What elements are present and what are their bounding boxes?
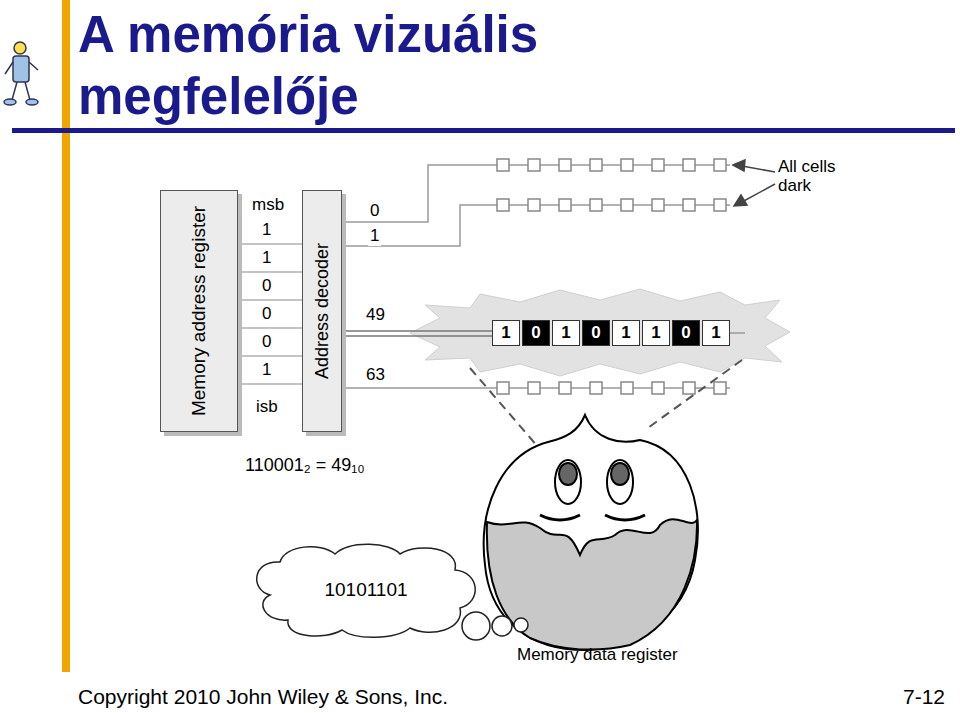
register-bit-lines [238, 244, 302, 384]
head-figure [484, 415, 698, 650]
memory-cell: 1 [702, 320, 730, 346]
cell-bit: 1 [501, 323, 510, 343]
bit-end-label: msb [252, 196, 284, 215]
cell-bit: 0 [591, 323, 600, 343]
copyright-caption: Copyright 2010 John Wiley & Sons, Inc. [78, 685, 448, 708]
memory-cell: 1 [642, 320, 670, 346]
memory-cell: 0 [672, 320, 700, 346]
callout-note: All cells dark [778, 158, 848, 195]
thought-dots [462, 612, 528, 640]
bit-end-label: isb [256, 398, 278, 417]
memory-cell: 1 [552, 320, 580, 346]
cell-bit: 1 [711, 323, 720, 343]
part-label: Memory data register [517, 646, 678, 665]
address-bit: 1 [262, 361, 271, 380]
thought-text: 10101101 [324, 579, 407, 601]
dark-cells [497, 159, 726, 394]
thought-cloud: 10101101 [250, 540, 482, 640]
decoder-output: 1 [368, 227, 381, 246]
decoder-output: 49 [364, 306, 387, 325]
address-decoder: Address decoder [302, 190, 342, 432]
slide-title: A memória vizuális megfelelője [78, 4, 718, 128]
memory-address-register: Memory address register [160, 190, 238, 432]
memory-cell: 1 [492, 320, 520, 346]
cell-bit: 0 [681, 323, 690, 343]
side-bar [62, 0, 70, 672]
address-bit: 1 [262, 249, 271, 268]
register-label: Address decoder [312, 243, 333, 379]
memory-cell: 0 [582, 320, 610, 346]
register-label: Memory address register [188, 206, 210, 416]
callout-arrows [733, 160, 775, 206]
cell-bit: 0 [531, 323, 540, 343]
decoder-output: 0 [368, 202, 381, 221]
cell-bit: 1 [621, 323, 630, 343]
memory-cell: 1 [612, 320, 640, 346]
decoder-wires [342, 165, 745, 388]
title-rule [12, 128, 955, 133]
glow-burst [410, 289, 790, 376]
slide-number: 7-12 [903, 685, 945, 708]
address-bit: 1 [262, 221, 271, 240]
address-bit: 0 [262, 277, 271, 296]
address-bit: 0 [262, 305, 271, 324]
cell-bit: 1 [561, 323, 570, 343]
address-bit: 0 [262, 333, 271, 352]
conversion-note: 110001₂ = 49₁₀ [245, 456, 365, 476]
robot-icon [4, 42, 38, 105]
cell-bit: 1 [651, 323, 660, 343]
decoder-output: 63 [364, 366, 387, 385]
memory-cell: 0 [522, 320, 550, 346]
